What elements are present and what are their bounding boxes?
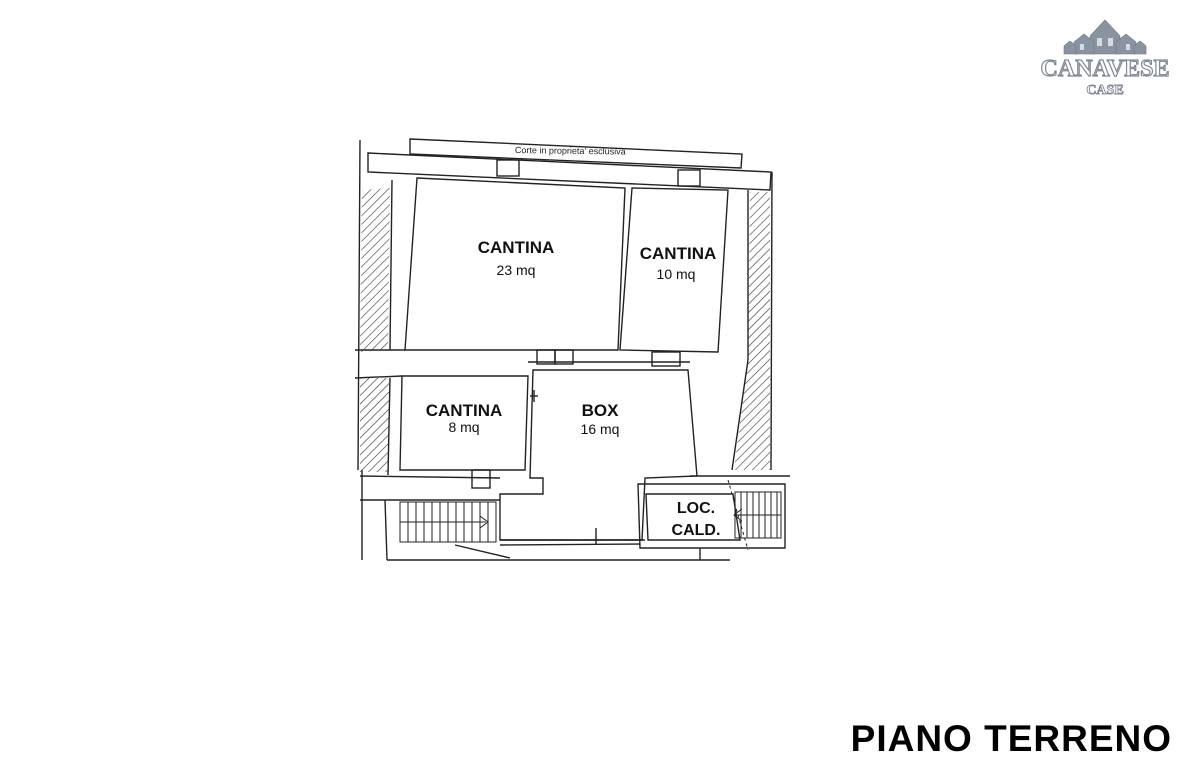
room-box-name: BOX (581, 401, 619, 420)
room-box-area: 16 mq (580, 421, 620, 437)
plan-lines (354, 138, 790, 561)
courtyard-label: Corte in proprieta' esclusiva (514, 145, 626, 157)
room-cantina-23-area: 23 mq (496, 262, 536, 278)
room-cantina-10-name: CANTINA (639, 244, 717, 263)
stairs-right (727, 479, 782, 551)
room-loc-cald-sub: CALD. (671, 522, 721, 539)
room-cantina-23 (404, 177, 626, 351)
houses-icon: CANAVESE CASE (1040, 19, 1170, 98)
top-wall (367, 152, 772, 191)
room-cantina-10-area: 10 mq (656, 266, 696, 282)
stairs-left (399, 501, 497, 543)
brand-logo: CANAVESE CASE (1030, 14, 1180, 100)
courtyard-strip (409, 138, 743, 169)
floor-title: PIANO TERRENO (850, 718, 1172, 759)
hatched-walls (360, 188, 770, 472)
room-cantina-10 (619, 187, 729, 353)
room-cantina-23-name: CANTINA (477, 238, 555, 257)
room-cantina-8-name: CANTINA (425, 401, 503, 420)
room-cantina-8-area: 8 mq (448, 419, 480, 435)
room-loc-cald-name: LOC. (676, 500, 716, 517)
logo-brand: CANAVESE (1041, 56, 1170, 82)
logo-sub: CASE (1086, 83, 1123, 98)
room-cantina-8 (399, 375, 529, 471)
room-loc-cald (645, 493, 741, 541)
left-wall-inner (389, 179, 393, 351)
